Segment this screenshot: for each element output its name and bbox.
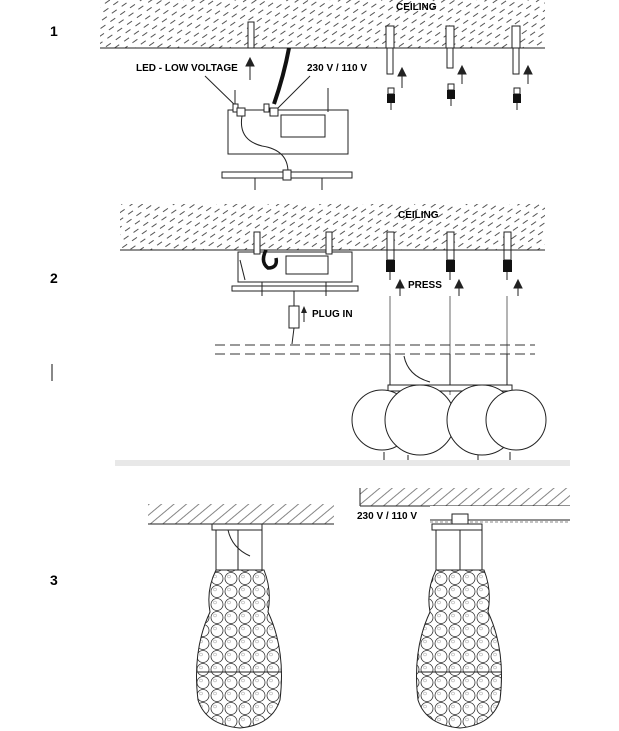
step2-lamp-body bbox=[115, 354, 570, 466]
step1-ceiling-label: CEILING bbox=[396, 2, 437, 13]
step1-voltage-label: 230 V / 110 V bbox=[307, 63, 367, 74]
step3-ceiling-left bbox=[148, 504, 334, 524]
step2-group: CEILING bbox=[51, 204, 570, 466]
step1-ceiling bbox=[100, 0, 545, 48]
step1-group: CEILING bbox=[100, 0, 545, 190]
step2-plug-connector bbox=[288, 291, 307, 345]
step2-break-lines bbox=[215, 344, 535, 355]
step1-led-label: LED - LOW VOLTAGE bbox=[136, 63, 238, 74]
step2-plug-label: PLUG IN bbox=[312, 309, 353, 320]
step1-ceiling-anchors bbox=[247, 21, 521, 75]
step1-up-arrows bbox=[245, 56, 533, 88]
step2-press-label: PRESS bbox=[408, 280, 442, 291]
step3-group: 230 V / 110 V bbox=[148, 488, 570, 729]
chandelier-right bbox=[416, 513, 502, 729]
step3-ceiling-right bbox=[360, 488, 570, 506]
step2-press-arrows bbox=[395, 278, 523, 296]
step-number-2: 2 bbox=[50, 270, 58, 286]
step3-voltage-label: 230 V / 110 V bbox=[357, 511, 417, 522]
step-number-1: 1 bbox=[50, 23, 58, 39]
step1-mounting-plate bbox=[221, 169, 353, 190]
chandelier-left bbox=[196, 523, 282, 729]
step1-mains-cable bbox=[272, 47, 291, 105]
step1-led-bulbs bbox=[387, 83, 521, 110]
step2-led-sockets bbox=[386, 231, 512, 280]
step1-voltage-leader bbox=[277, 75, 311, 109]
step-number-3: 3 bbox=[50, 572, 58, 588]
step2-canopy-box bbox=[231, 231, 359, 296]
step1-canopy-box bbox=[227, 88, 349, 173]
step2-ceiling-label: CEILING bbox=[398, 210, 439, 221]
